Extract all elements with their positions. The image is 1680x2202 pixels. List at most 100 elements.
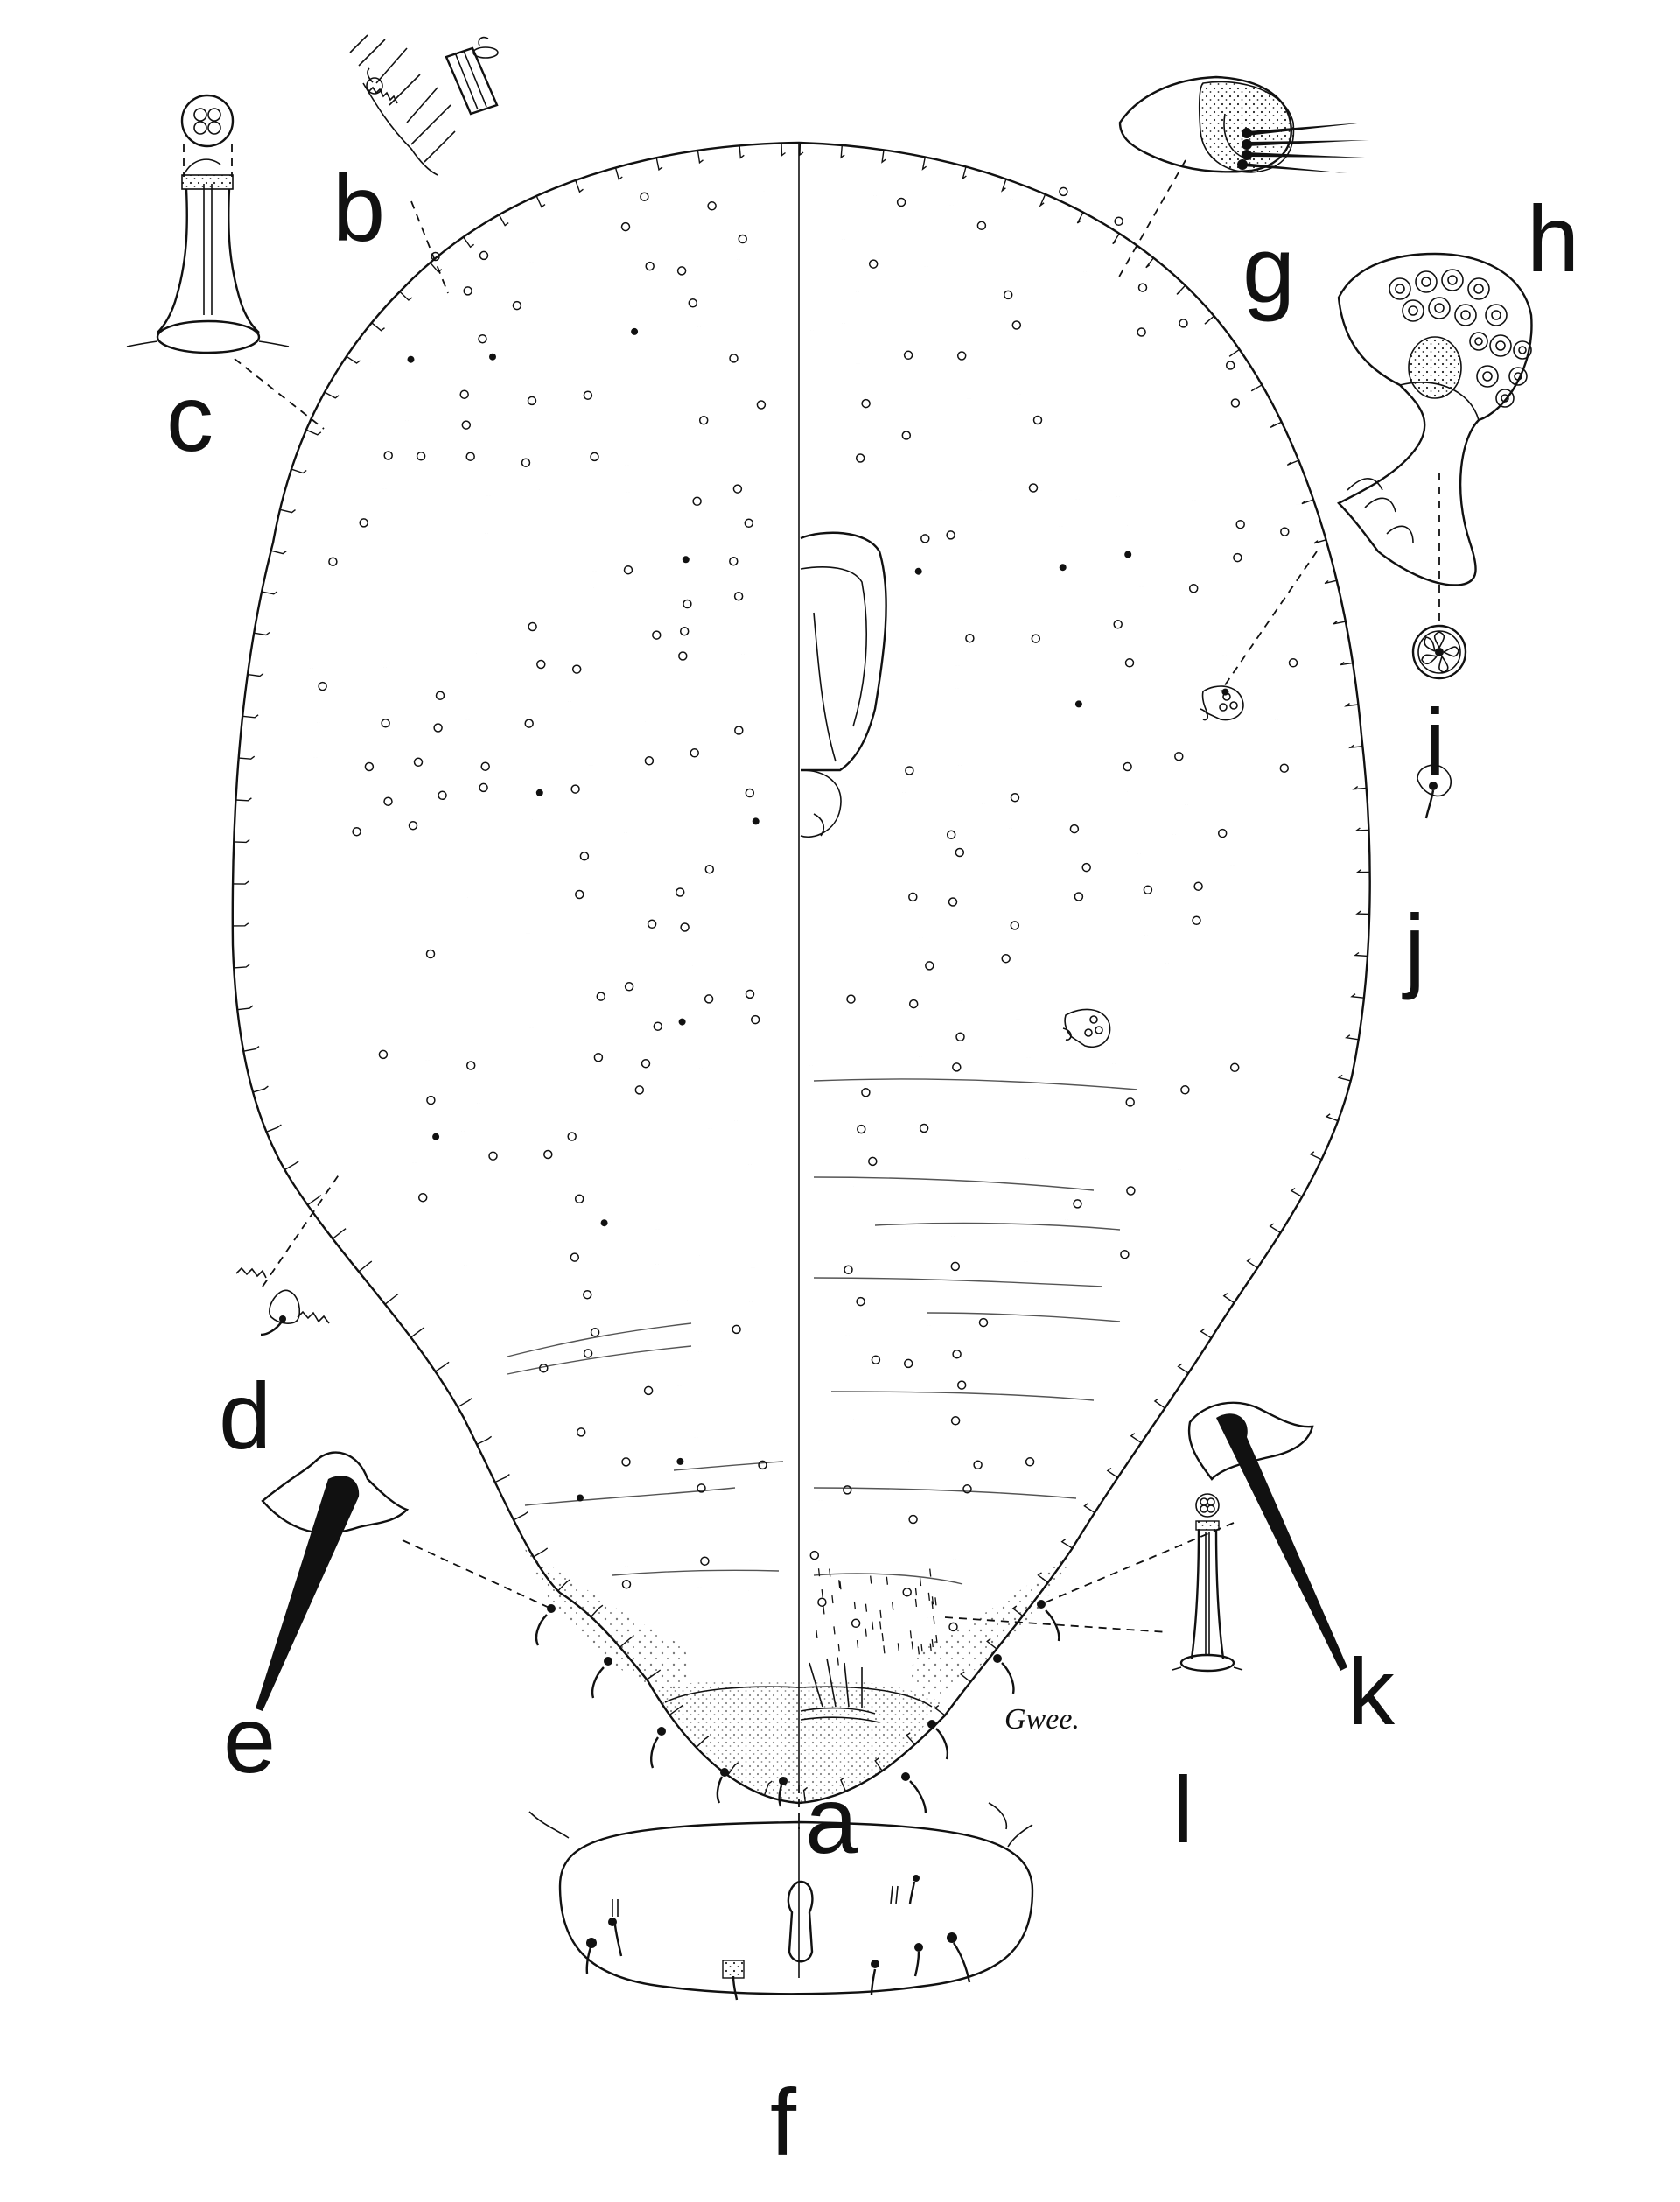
- seta: [902, 1588, 912, 1597]
- abdominal-segments: [507, 1078, 1138, 1585]
- seta: [1114, 216, 1124, 227]
- seta: [1059, 186, 1068, 197]
- microseta: [870, 1575, 872, 1584]
- marginal-seta: [696, 150, 704, 165]
- marginal-seta: [270, 550, 287, 555]
- seta: [383, 796, 393, 806]
- label-e: e: [223, 1687, 276, 1792]
- seta: [678, 651, 688, 661]
- marginal-seta: [906, 1732, 916, 1745]
- seta: [1180, 1085, 1190, 1095]
- marginal-seta: [1290, 1187, 1303, 1198]
- seta: [577, 1494, 584, 1502]
- microseta: [914, 1588, 918, 1596]
- seta: [690, 748, 699, 758]
- detail-k-anal-lobe-seta: [1187, 1401, 1348, 1671]
- seta: [383, 451, 393, 460]
- seta: [1032, 415, 1043, 425]
- detail-f-anal-plate: [528, 1802, 1034, 2001]
- seta: [861, 1088, 871, 1097]
- microseta: [892, 1602, 894, 1611]
- label-i: i: [1424, 689, 1446, 795]
- microseta: [919, 1578, 922, 1587]
- marginal-seta: [1344, 703, 1359, 707]
- seta: [426, 1095, 436, 1105]
- detail-e-anal-lobe-seta: [256, 1451, 410, 1711]
- marginal-seta: [960, 1671, 971, 1683]
- marginal-seta: [384, 1293, 399, 1305]
- detail-b-marginal-duct: [349, 34, 499, 176]
- seta: [461, 420, 472, 430]
- seta: [1279, 763, 1290, 773]
- marginal-seta: [802, 1786, 808, 1803]
- marginal-seta: [1348, 744, 1363, 749]
- leader-g: [1117, 159, 1186, 279]
- seta: [364, 761, 374, 772]
- detail-l-tubular-duct: [1172, 1493, 1243, 1673]
- microseta: [931, 1601, 934, 1609]
- seta: [1073, 1199, 1082, 1209]
- posterior-stipple-right: [911, 1549, 1076, 1694]
- marginal-seta: [235, 797, 252, 802]
- marginal-seta: [840, 144, 845, 159]
- seta: [1143, 885, 1153, 895]
- marginal-seta: [346, 355, 360, 364]
- marginal-seta: [476, 1435, 493, 1446]
- seta: [976, 221, 987, 231]
- seta: [459, 389, 469, 399]
- label-l: l: [1172, 1757, 1194, 1862]
- seta: [634, 1085, 645, 1095]
- seta: [732, 484, 743, 494]
- seta: [903, 1358, 914, 1369]
- marginal-seta: [1112, 233, 1120, 245]
- seta: [1194, 881, 1203, 891]
- marginal-seta: [1301, 499, 1314, 505]
- marginal-seta: [234, 838, 250, 844]
- seta: [1124, 550, 1132, 558]
- seta: [489, 353, 496, 361]
- marginal-seta: [252, 1085, 269, 1093]
- seta: [925, 961, 934, 971]
- label-k: k: [1348, 1638, 1396, 1744]
- marginal-seta: [1309, 1151, 1322, 1161]
- microseta: [879, 1609, 882, 1618]
- marginal-seta: [646, 1669, 662, 1680]
- anal-ring: [800, 1658, 880, 1723]
- seta: [536, 659, 546, 670]
- marginal-seta: [457, 1398, 472, 1408]
- marginal-seta: [1076, 212, 1084, 224]
- seta: [512, 300, 522, 311]
- microseta: [839, 1581, 842, 1590]
- seta: [698, 416, 709, 425]
- label-g: g: [1242, 216, 1295, 322]
- seta: [850, 1618, 861, 1629]
- microseta: [838, 1580, 841, 1588]
- seta: [620, 221, 631, 232]
- seta: [676, 266, 687, 276]
- seta: [1123, 761, 1132, 772]
- seta: [583, 390, 593, 400]
- seta: [1280, 527, 1290, 536]
- marginal-seta: [986, 1637, 998, 1650]
- seta: [524, 719, 534, 728]
- seta: [1188, 584, 1199, 593]
- seta: [1236, 519, 1245, 529]
- detail-g-trilocular-setae: [1118, 75, 1369, 173]
- marginal-seta: [668, 1704, 684, 1715]
- marginal-seta: [513, 1511, 528, 1521]
- seta: [1126, 1186, 1136, 1196]
- seta: [621, 1457, 631, 1467]
- label-d: d: [219, 1363, 271, 1469]
- seta: [729, 556, 738, 566]
- seta: [758, 1460, 767, 1470]
- seta: [1225, 361, 1236, 370]
- leader-lines: [234, 159, 1440, 1829]
- seta: [413, 757, 424, 768]
- seta: [962, 1484, 972, 1494]
- microseta: [864, 1628, 867, 1637]
- seta: [676, 1457, 684, 1465]
- anal-lobe-setae: [535, 1600, 1060, 1814]
- seta: [1229, 1062, 1240, 1073]
- seta: [640, 192, 649, 201]
- seta: [905, 766, 914, 775]
